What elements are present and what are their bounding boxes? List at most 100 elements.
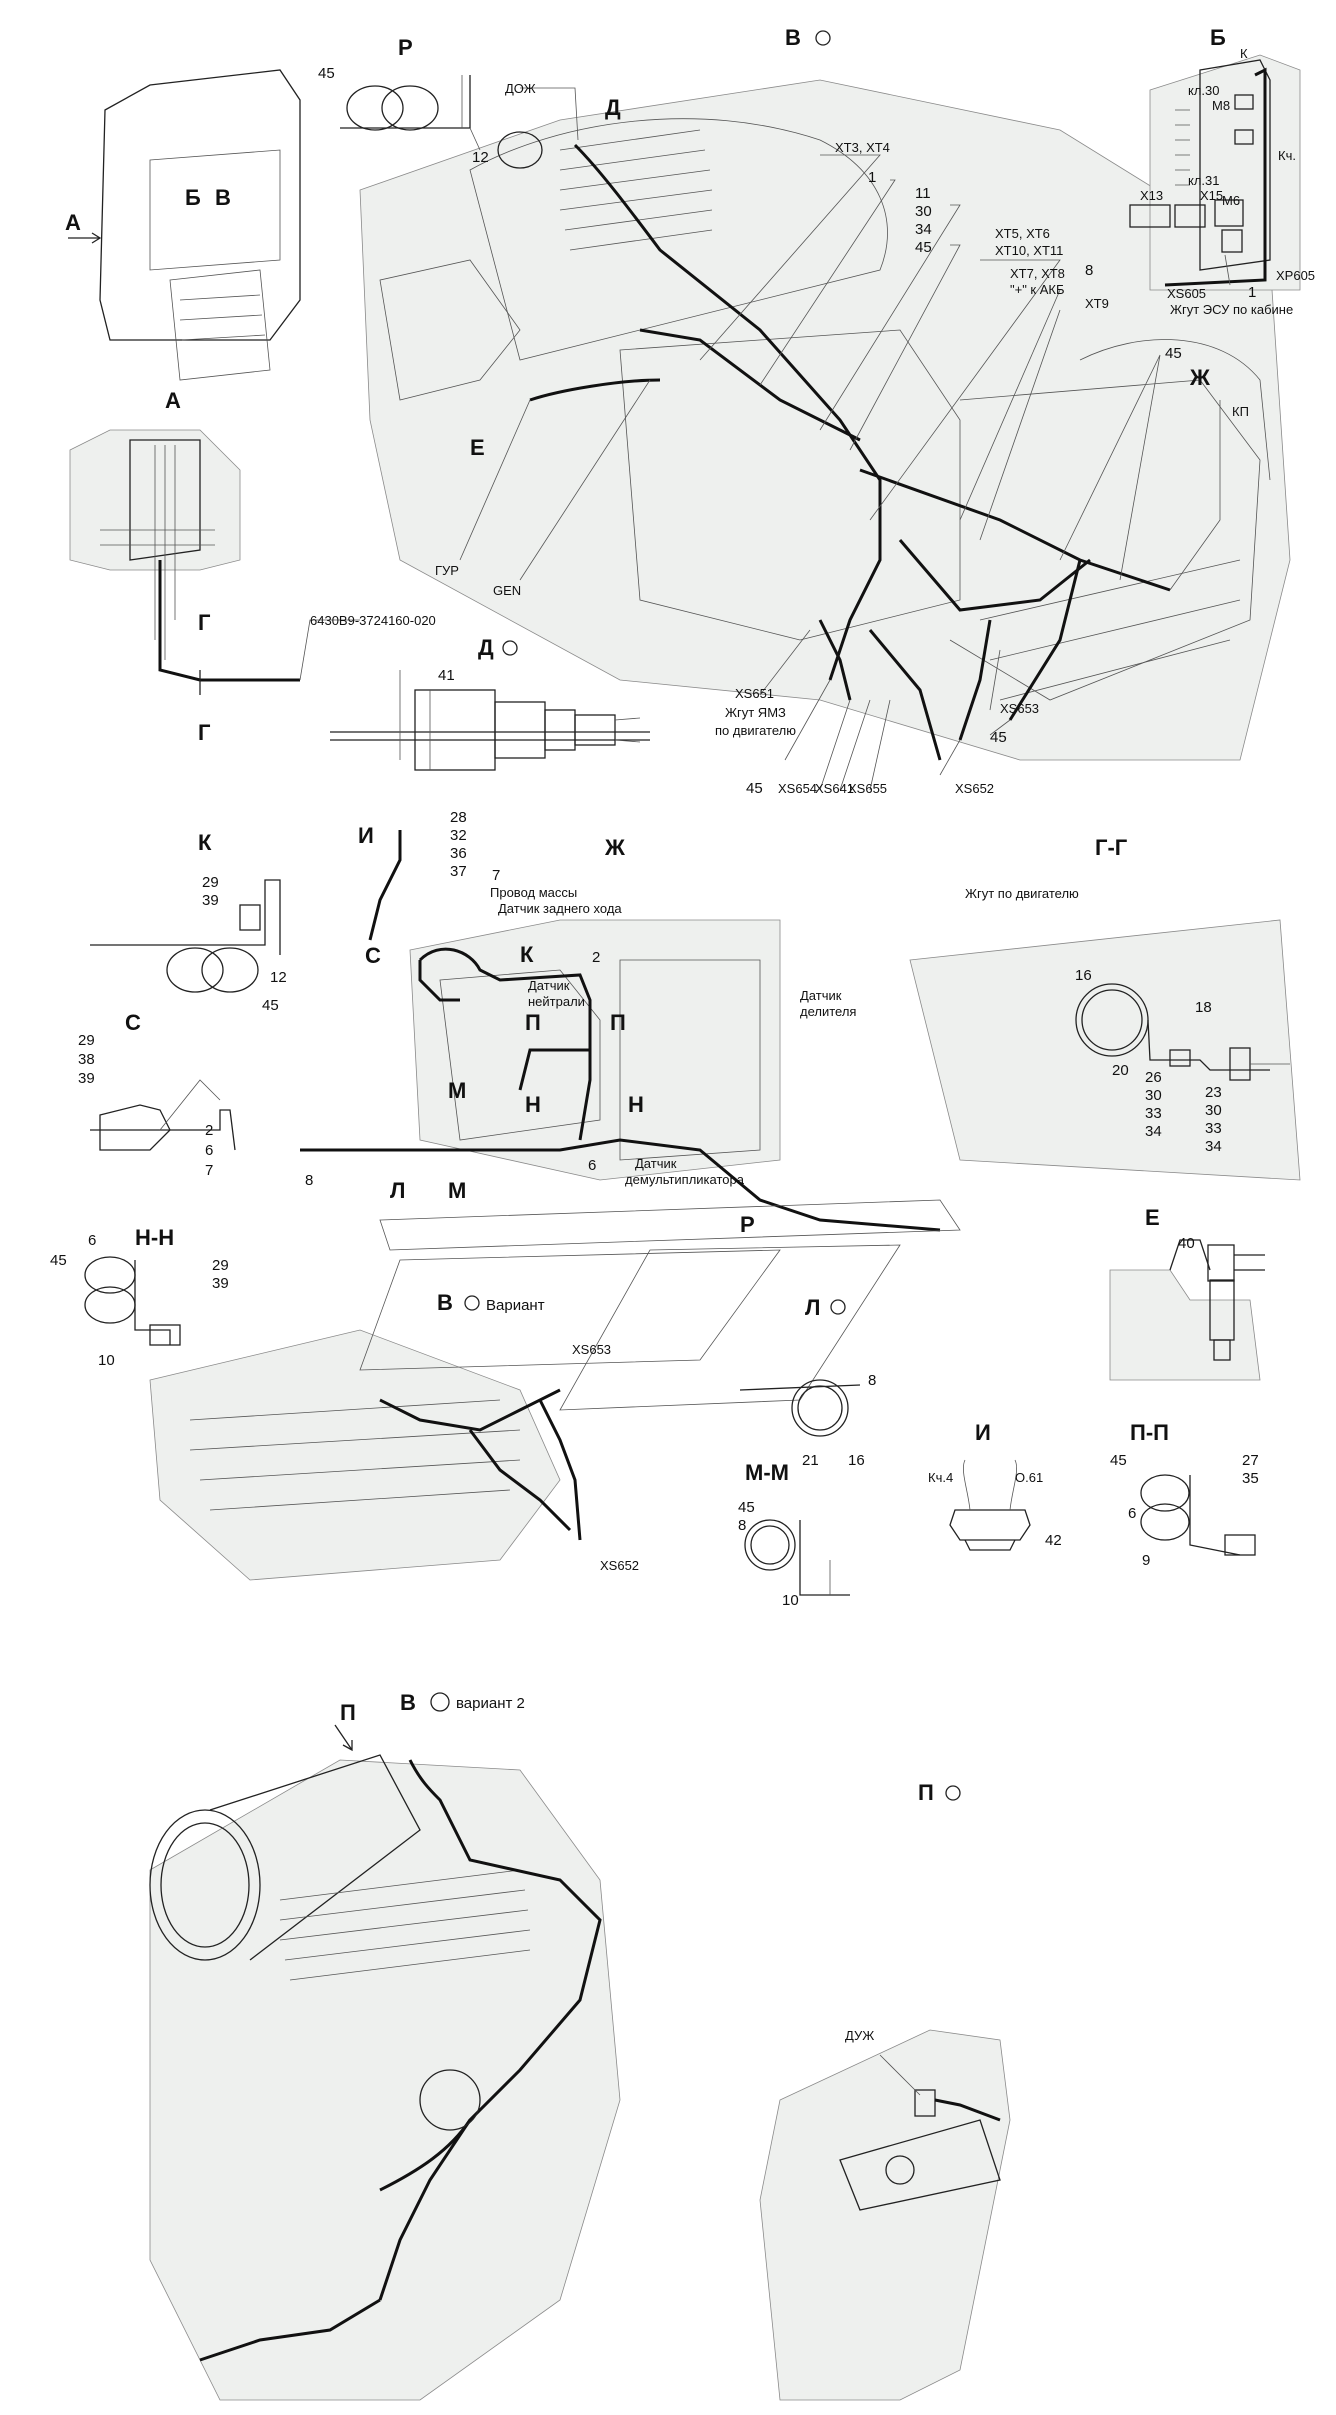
view-arrow-letter: И	[358, 823, 374, 848]
pos-number: 1	[1248, 284, 1256, 301]
pos-number: 10	[782, 1592, 799, 1609]
label: кл.30	[1188, 83, 1220, 98]
label: М8	[1212, 98, 1230, 113]
rotation-icon	[830, 1299, 846, 1315]
pos-number: 8	[868, 1372, 876, 1389]
pos-number: 45	[746, 780, 763, 797]
section-mark: М	[448, 1178, 466, 1203]
pos-number: 9	[1142, 1552, 1150, 1569]
pos-number: 8	[1085, 262, 1093, 279]
pos-number: 12	[270, 969, 287, 986]
view-letter: К	[198, 830, 212, 855]
label: ДОЖ	[505, 81, 536, 96]
view-letter: Н-Н	[135, 1225, 174, 1250]
pos-number: 30	[1205, 1102, 1222, 1119]
intercooler-fins	[559, 129, 713, 251]
label: Жгут по двигателю	[965, 886, 1079, 901]
pos-number: 36	[450, 845, 467, 862]
pos-number: 45	[50, 1252, 67, 1269]
pos-number: 34	[1145, 1123, 1162, 1140]
label: О.61	[1015, 1470, 1043, 1485]
label: XS641	[815, 781, 854, 796]
view-letter: Ж	[604, 835, 625, 860]
section-mark: Г	[198, 610, 211, 635]
label: кл.31	[1188, 173, 1220, 188]
view-v-variant	[149, 1329, 582, 1581]
view-d-connector	[330, 670, 650, 771]
label: Датчик заднего хода	[498, 901, 622, 916]
section-mark: Л	[390, 1178, 405, 1203]
label: делителя	[800, 1004, 856, 1019]
main-view-leaders	[459, 87, 1221, 791]
pos-number: 45	[262, 997, 279, 1014]
view-letter: А	[165, 388, 181, 413]
label: XS651	[735, 686, 774, 701]
pos-number: 33	[1205, 1120, 1222, 1137]
pos-number: 11	[915, 185, 931, 202]
section-mark: Р	[740, 1212, 755, 1237]
label: Х15	[1200, 188, 1223, 203]
pos-number: 29	[78, 1032, 95, 1049]
rotation-icon	[464, 1295, 480, 1311]
view-letter: Г-Г	[1095, 835, 1128, 860]
pos-number: 45	[1165, 345, 1182, 362]
label: Жгут ЯМЗ	[725, 705, 786, 720]
pos-number: 42	[1045, 1532, 1062, 1549]
pos-number: 33	[1145, 1105, 1162, 1122]
rotation-icon	[502, 640, 518, 656]
pos-number: 21	[802, 1452, 819, 1469]
rotation-icon	[945, 1785, 961, 1801]
pos-number: 45	[1110, 1452, 1127, 1469]
view-letter: Б	[1210, 25, 1226, 50]
label: Провод массы	[490, 885, 577, 900]
pos-number: 34	[915, 221, 932, 238]
pos-number: 16	[848, 1452, 865, 1469]
view-b-box	[1129, 54, 1301, 291]
label: К	[1240, 46, 1248, 61]
label: Датчик	[528, 978, 570, 993]
pos-number: 8	[305, 1172, 313, 1189]
section-mark: Н	[525, 1092, 541, 1117]
pos-number: 28	[450, 809, 467, 826]
view-letter: П	[918, 1780, 934, 1805]
label: Х13	[1140, 188, 1163, 203]
view-letter: М-М	[745, 1460, 789, 1485]
section-mark: П	[610, 1010, 626, 1035]
label: XS653	[572, 1342, 611, 1357]
label: XS655	[848, 781, 887, 796]
view-letter: И	[975, 1420, 991, 1445]
pos-number: 45	[915, 239, 932, 256]
label: Датчик	[800, 988, 842, 1003]
label: XP605	[1276, 268, 1315, 283]
rotation-icon	[815, 30, 831, 46]
pos-number: 16	[1075, 967, 1092, 984]
view-l-clamp	[739, 1379, 861, 1437]
label: М6	[1222, 193, 1240, 208]
view-letter: Е	[1145, 1205, 1160, 1230]
view-arrow-letter: В	[215, 185, 231, 210]
pos-number: 45	[738, 1499, 755, 1516]
pos-number: 27	[1242, 1452, 1259, 1469]
cab-view-small	[99, 69, 301, 381]
pos-number: 12	[472, 149, 489, 166]
label: ХТ3, ХТ4	[835, 140, 890, 155]
label: ХТ9	[1085, 296, 1109, 311]
section-mark: М	[448, 1078, 466, 1103]
label: демультипликатора	[625, 1172, 745, 1187]
pos-number: 29	[202, 874, 219, 891]
view-caption: Вариант	[486, 1297, 545, 1314]
view-s-bolt	[90, 1079, 236, 1151]
view-mm-clamp	[744, 1519, 850, 1596]
view-arrow-letter: А	[65, 210, 81, 235]
view-i-sensor	[949, 1459, 1031, 1551]
view-caption: вариант 2	[456, 1695, 525, 1712]
label: по двигателю	[715, 723, 796, 738]
pos-number: 40	[1178, 1235, 1195, 1252]
label: ГУР	[435, 563, 459, 578]
label: ХТ7, ХТ8	[1010, 266, 1065, 281]
view-arrow-letter: Б	[185, 185, 201, 210]
section-mark: П	[525, 1010, 541, 1035]
view-a-bundle	[69, 429, 360, 695]
view-nn-clamp	[84, 1256, 181, 1346]
view-e-sensor	[1109, 1239, 1265, 1381]
